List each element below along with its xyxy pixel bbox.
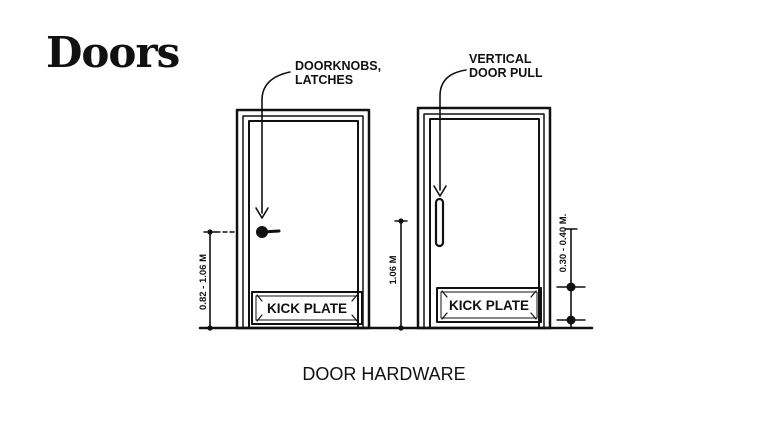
- right-callout-label-line1: VERTICAL: [469, 52, 532, 66]
- left-door-inner-frame: [242, 115, 364, 329]
- left-height-dimension: [203, 229, 237, 331]
- left-height-label: 0.82 - 1.06 M: [198, 254, 209, 310]
- diagram-caption: DOOR HARDWARE: [302, 364, 466, 384]
- right-callout-arrow: [439, 69, 467, 191]
- doorknob-icon: [256, 226, 281, 238]
- right-height-label: 1.06 M: [388, 255, 399, 284]
- right-door-inner-frame: [423, 113, 545, 329]
- left-door-leaf: [248, 120, 359, 329]
- left-kick-plate: [251, 291, 363, 325]
- kick-plate-height-dimension: [556, 228, 586, 329]
- slide-title: Doors: [46, 28, 180, 77]
- right-door: [416, 106, 552, 330]
- left-door: [235, 108, 371, 330]
- kick-height-label: 0.30 - 0.40 M.: [558, 214, 569, 273]
- left-kick-plate-label: KICK PLATE: [267, 301, 347, 316]
- right-kick-plate-label: KICK PLATE: [449, 298, 529, 313]
- left-callout-arrow: [261, 71, 291, 214]
- right-height-dimension: [394, 218, 408, 331]
- left-callout-label-line1: DOORKNOBS,: [295, 59, 381, 73]
- right-kick-plate: [436, 287, 542, 323]
- right-callout-label-line2: DOOR PULL: [469, 66, 543, 80]
- door-pull-icon: [434, 197, 445, 248]
- right-door-leaf: [429, 118, 540, 329]
- left-callout-label-line2: LATCHES: [295, 73, 353, 87]
